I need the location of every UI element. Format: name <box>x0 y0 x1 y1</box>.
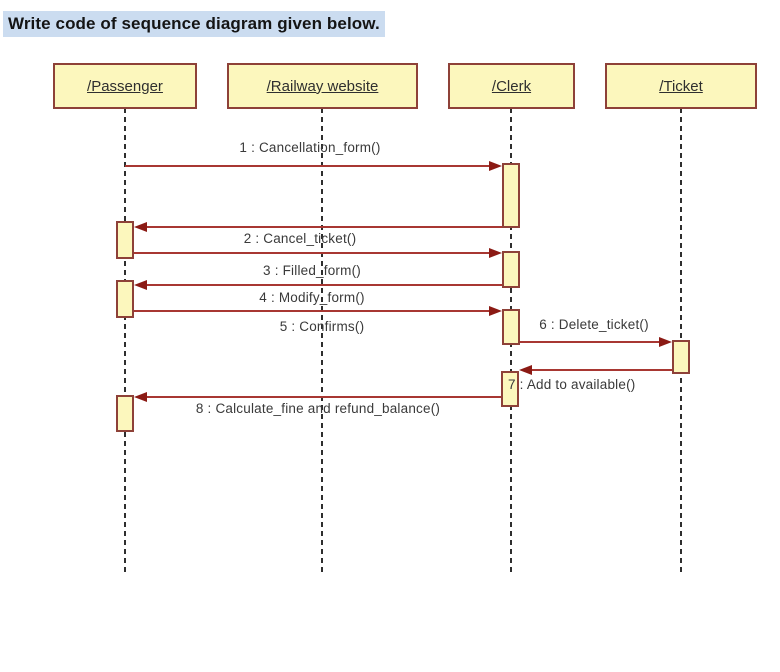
message-label-6: 6 : Delete_ticket() <box>539 317 649 332</box>
message-label-1: 1 : Cancellation_form() <box>239 140 381 155</box>
actor-label-clerk: /Clerk <box>491 77 532 95</box>
activation-passenger-2 <box>116 280 134 318</box>
actor-label-ticket: /Ticket <box>659 77 703 95</box>
message-label-4: 4 : Modify_form() <box>259 290 365 305</box>
message-arrowhead-8-left-icon <box>134 392 147 402</box>
message-arrowhead-6-right-icon <box>659 337 672 347</box>
actor-box-ticket: /Ticket <box>605 63 757 109</box>
actor-label-passenger: /Passenger <box>87 77 163 95</box>
message-label-3: 3 : Filled_form() <box>263 263 361 278</box>
message-label-2: 2 : Cancel_ticket() <box>243 231 357 246</box>
activation-clerk-1 <box>502 163 520 228</box>
message-arrowhead-7-left-icon <box>519 365 532 375</box>
activation-passenger-1 <box>116 221 134 259</box>
page-title: Write code of sequence diagram given bel… <box>3 11 385 37</box>
actor-box-clerk: /Clerk <box>448 63 575 109</box>
message-line-6 <box>520 341 659 343</box>
message-arrowhead-3-right-icon <box>489 248 502 258</box>
message-label-7: 7 : Add to available() <box>508 377 636 392</box>
lifeline-railway-website <box>321 108 323 575</box>
activation-clerk-2 <box>502 251 520 288</box>
message-line-8 <box>147 396 501 398</box>
actor-label-railway-website: /Railway website <box>266 77 379 95</box>
activation-ticket-1 <box>672 340 690 374</box>
lifeline-passenger <box>124 108 126 575</box>
message-line-2 <box>147 226 502 228</box>
activation-clerk-3 <box>502 309 520 345</box>
activation-clerk-4 <box>501 371 519 407</box>
message-arrowhead-5-right-icon <box>489 306 502 316</box>
message-line-5 <box>134 310 489 312</box>
message-line-4 <box>147 284 502 286</box>
actor-box-railway-website: /Railway website <box>227 63 418 109</box>
message-line-3 <box>134 252 489 254</box>
message-arrowhead-4-left-icon <box>134 280 147 290</box>
activation-passenger-3 <box>116 395 134 432</box>
message-label-8: 8 : Calculate_fine and refund_balance() <box>195 401 441 416</box>
message-line-7 <box>532 369 672 371</box>
actor-box-passenger: /Passenger <box>53 63 197 109</box>
message-label-5: 5 : Confirms() <box>279 319 365 334</box>
message-arrowhead-2-left-icon <box>134 222 147 232</box>
message-arrowhead-1-right-icon <box>489 161 502 171</box>
message-line-1 <box>125 165 489 167</box>
